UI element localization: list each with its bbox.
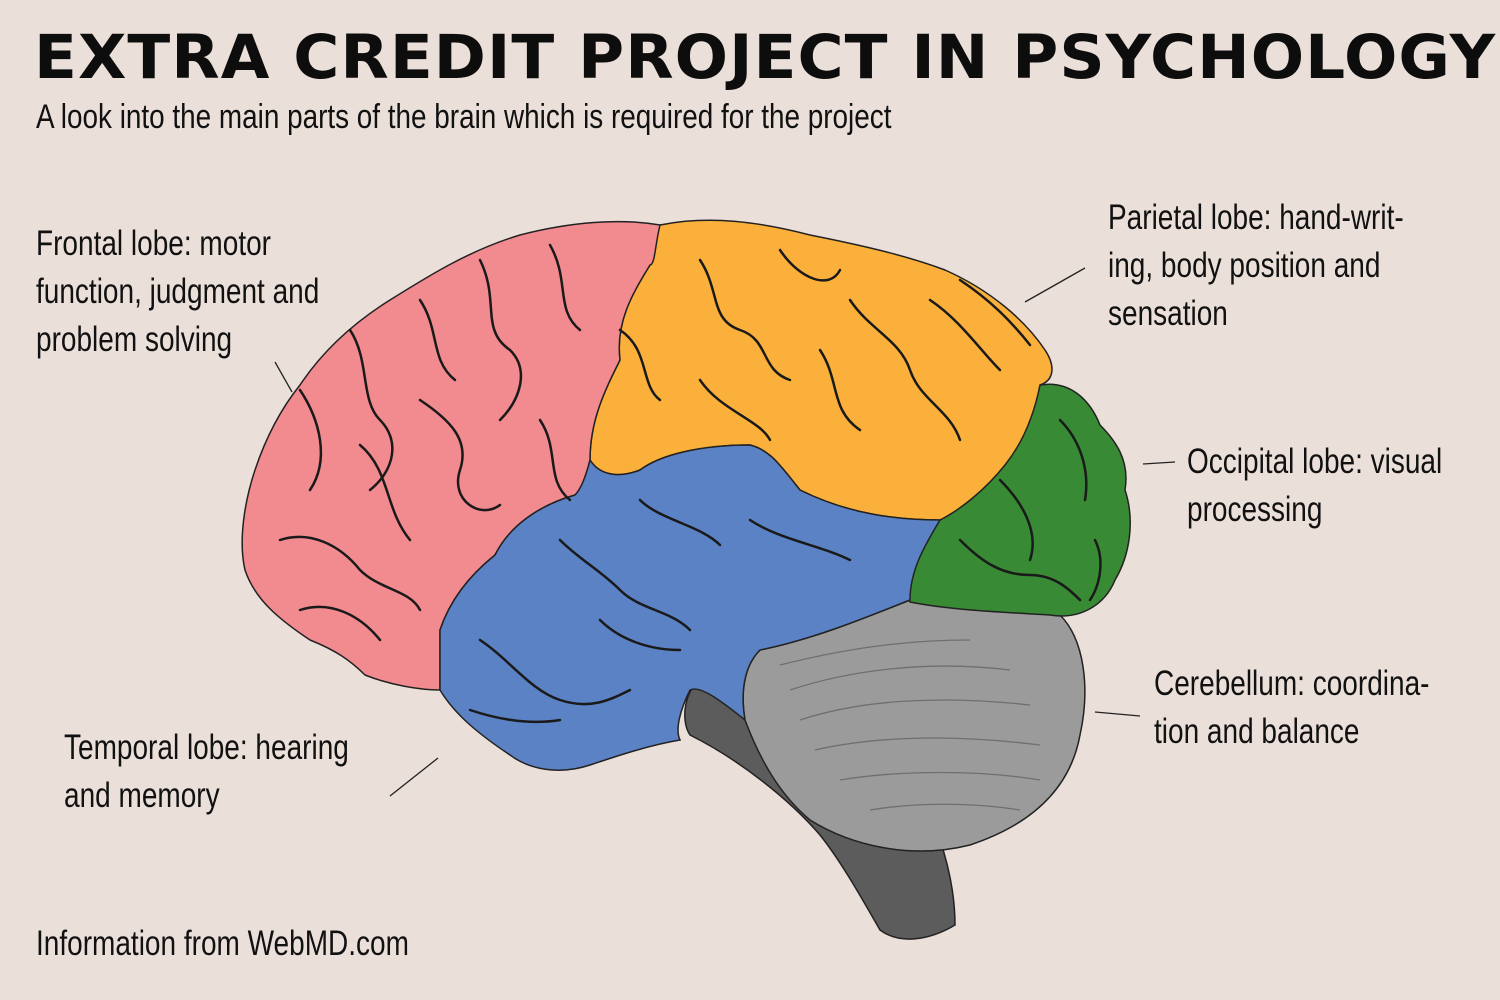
source-credit: Information from WebMD.com bbox=[36, 924, 409, 963]
occipital-lobe-label: Occipital lobe: visual processing bbox=[1187, 438, 1442, 534]
page-subtitle: A look into the main parts of the brain … bbox=[36, 98, 892, 136]
parietal-lobe-label: Parietal lobe: hand-writ- ing, body posi… bbox=[1108, 194, 1404, 338]
leader-lines bbox=[274, 267, 1176, 797]
frontal-lobe-line-2: function, judgment and bbox=[36, 272, 320, 311]
frontal-lobe-line-3: problem solving bbox=[36, 320, 233, 359]
cerebellum-label: Cerebellum: coordina- tion and balance bbox=[1154, 660, 1429, 756]
parietal-lobe-line-2: ing, body position and bbox=[1108, 246, 1381, 285]
cerebellum-folds bbox=[779, 639, 1041, 811]
occipital-lobe-line-1: Occipital lobe: visual bbox=[1187, 442, 1443, 481]
parietal-lobe-line-3: sensation bbox=[1108, 294, 1228, 333]
temporal-lobe-line-2: and memory bbox=[64, 776, 220, 815]
frontal-lobe-line-1: Frontal lobe: motor bbox=[36, 224, 271, 263]
frontal-region bbox=[241, 220, 661, 691]
temporal-lobe-label: Temporal lobe: hearing and memory bbox=[64, 724, 349, 820]
temporal-lobe-line-1: Temporal lobe: hearing bbox=[64, 728, 349, 767]
parietal-lobe-line-1: Parietal lobe: hand-writ- bbox=[1108, 198, 1404, 237]
temporal-region bbox=[439, 444, 942, 771]
cerebellum-line-2: tion and balance bbox=[1154, 712, 1360, 751]
frontal-lobe-label: Frontal lobe: motor function, judgment a… bbox=[36, 220, 319, 364]
page-title: EXTRA CREDIT PROJECT IN PSYCHOLOGY bbox=[34, 22, 1497, 93]
occipital-lobe-line-2: processing bbox=[1187, 490, 1323, 529]
cerebellum-line-1: Cerebellum: coordina- bbox=[1154, 664, 1430, 703]
brain-folds bbox=[278, 243, 1102, 724]
